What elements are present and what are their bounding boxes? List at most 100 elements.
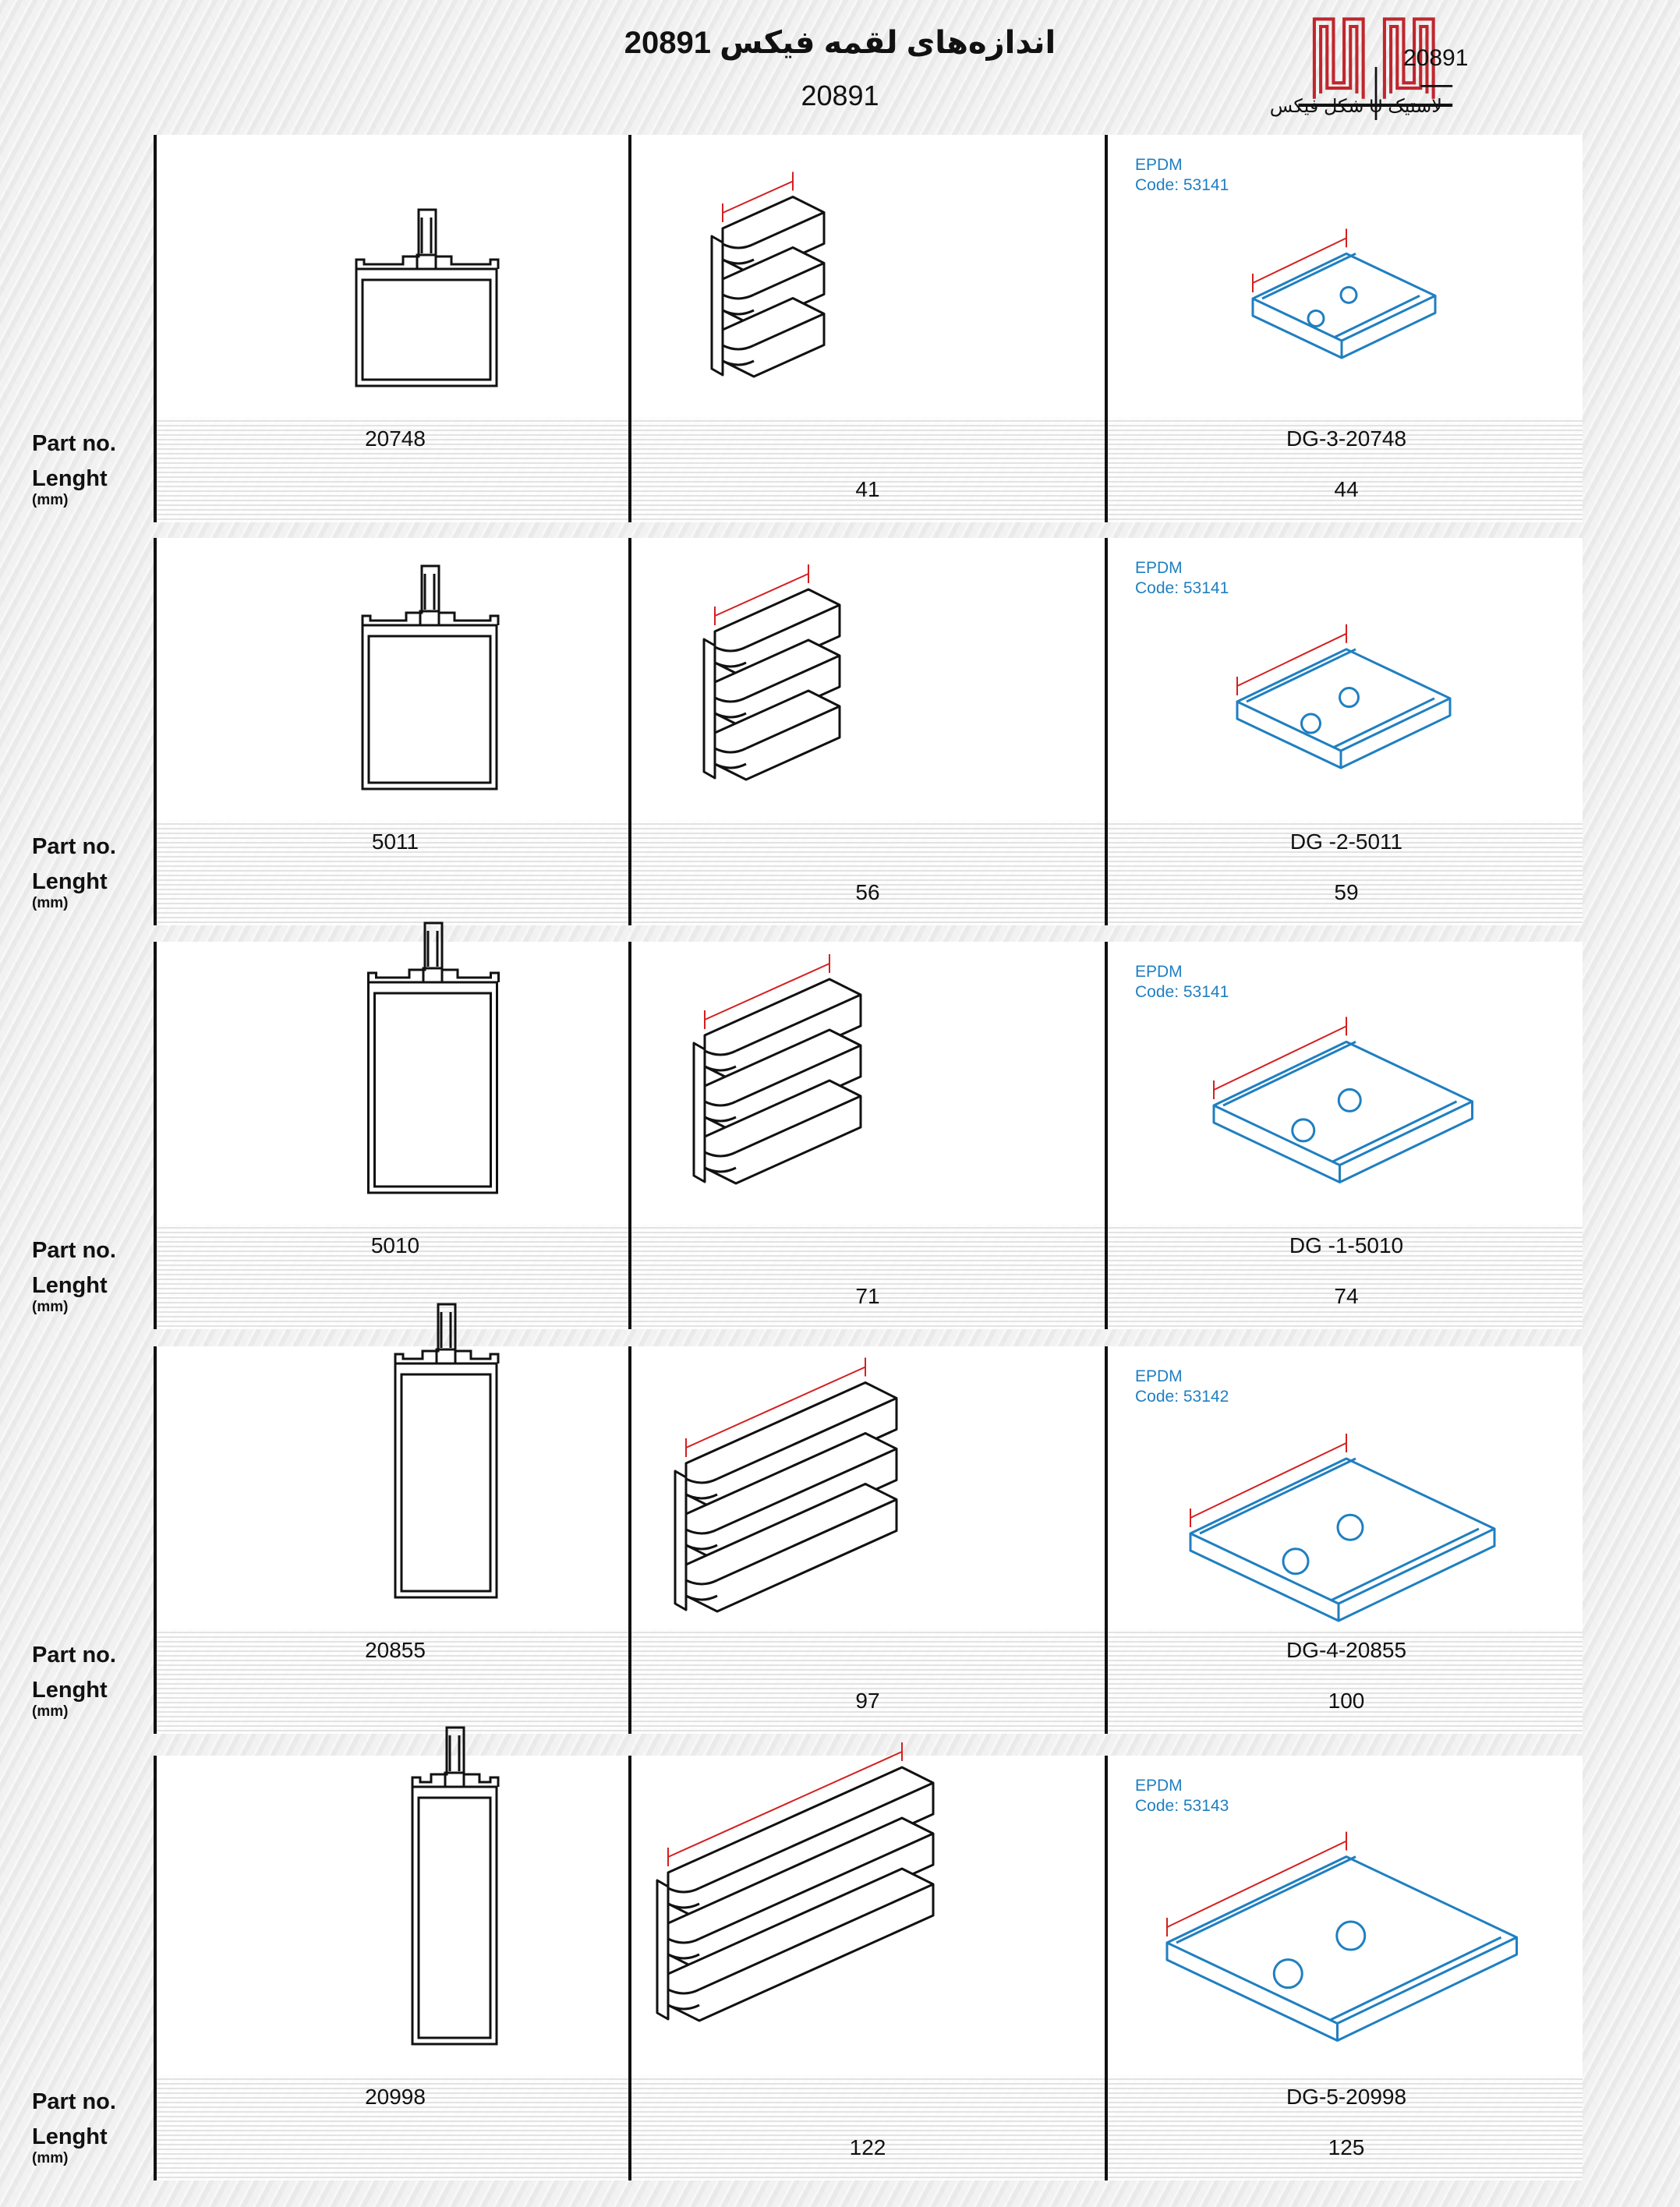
value-strip <box>631 417 1105 522</box>
column-divider <box>154 135 157 522</box>
column-divider <box>1105 135 1108 522</box>
value-strip <box>157 2075 629 2180</box>
material-code-value: Code: 53141 <box>1135 579 1229 597</box>
column-divider <box>1105 1346 1108 1734</box>
drawing-cell <box>157 942 629 1224</box>
fix-piece-isometric-icon <box>674 1357 898 1613</box>
gasket-length: 44 <box>1334 477 1359 501</box>
profile-part-number: 20998 <box>365 2085 426 2109</box>
piece-length: 71 <box>855 1284 880 1308</box>
gasket-part-number: DG -2-5011 <box>1289 829 1403 854</box>
part-no-label: Part no. <box>32 1238 116 1263</box>
part-no-label: Part no. <box>32 834 116 859</box>
gasket-part-number: DG-5-20998 <box>1286 2085 1407 2109</box>
fix-piece-isometric-icon <box>656 1742 935 2022</box>
drawing-cell <box>157 135 629 417</box>
profile-part-number: 5010 <box>370 1233 420 1257</box>
material-name: EPDM <box>1135 963 1183 981</box>
profile-section-icon <box>411 1726 500 2046</box>
gasket-length: 59 <box>1334 880 1359 904</box>
gasket-length: 100 <box>1328 1689 1365 1713</box>
value-strip <box>631 1224 1105 1329</box>
column-divider <box>628 1756 631 2180</box>
drawing-cell <box>157 538 629 820</box>
legend-caption: لاستیک U شکل فیکس <box>1269 96 1442 117</box>
value-strip <box>631 2075 1105 2180</box>
fix-piece-isometric-icon <box>692 954 862 1185</box>
drawing-cell <box>157 1756 629 2075</box>
value-strip <box>631 1629 1105 1734</box>
column-divider <box>1105 538 1108 925</box>
value-strip <box>157 1224 629 1329</box>
table-row: 5010 71 DG -1-5010 74 EPDM Code: 53141 <box>154 921 1583 1329</box>
material-code-value: Code: 53143 <box>1135 1797 1229 1815</box>
length-label: Lenght <box>32 2124 108 2149</box>
drawing-cell <box>1108 1346 1583 1629</box>
drawing-cell <box>157 1346 629 1629</box>
profile-section-icon <box>366 921 500 1194</box>
length-label: Lenght <box>32 1678 108 1703</box>
drawing-cell <box>1108 135 1583 417</box>
material-code-value: Code: 53141 <box>1135 176 1229 194</box>
u-gasket-isometric-icon <box>1189 1434 1496 1622</box>
value-strip <box>157 820 629 925</box>
value-strip <box>1108 820 1583 925</box>
unit-label: (mm) <box>32 2150 69 2166</box>
piece-length: 41 <box>855 477 880 501</box>
part-no-label: Part no. <box>32 1643 116 1668</box>
table-row: 20998 122 DG-5-20998 125 EPDM Code: 53143 <box>154 1726 1583 2180</box>
u-gasket-legend-icon <box>1298 17 1453 120</box>
material-code-value: Code: 53141 <box>1135 983 1229 1001</box>
column-divider <box>628 135 631 522</box>
u-gasket-isometric-icon <box>1212 1017 1473 1183</box>
material-name: EPDM <box>1135 1777 1183 1795</box>
profile-section-icon <box>355 208 500 387</box>
unit-label: (mm) <box>32 1299 69 1315</box>
value-strip <box>631 820 1105 925</box>
legend-code: 20891 <box>1403 45 1469 71</box>
material-name: EPDM <box>1135 1367 1183 1385</box>
u-gasket-isometric-icon <box>1236 624 1452 769</box>
value-strip <box>1108 2075 1583 2180</box>
gasket-part-number: DG-3-20748 <box>1286 426 1407 451</box>
length-label: Lenght <box>32 869 108 894</box>
value-strip <box>157 417 629 522</box>
drawing-cell <box>1108 1756 1583 2075</box>
drawing-cell <box>631 135 1105 417</box>
gasket-part-number: DG-4-20855 <box>1286 1638 1407 1662</box>
piece-length: 56 <box>855 880 880 904</box>
column-divider <box>154 1756 157 2180</box>
gasket-length: 74 <box>1334 1284 1359 1308</box>
column-divider <box>628 942 631 1329</box>
column-divider <box>628 1346 631 1734</box>
part-no-label: Part no. <box>32 431 116 456</box>
unit-label: (mm) <box>32 492 69 508</box>
part-no-label: Part no. <box>32 2089 116 2114</box>
profile-section-icon <box>361 564 500 790</box>
gasket-length: 125 <box>1328 2135 1365 2159</box>
fix-piece-isometric-icon <box>702 564 841 781</box>
column-divider <box>154 942 157 1329</box>
value-strip <box>1108 1224 1583 1329</box>
u-gasket-isometric-icon <box>1251 228 1437 359</box>
material-code: EPDM Code: 53143 <box>1135 1776 1229 1816</box>
drawing-cell <box>1108 538 1583 820</box>
material-code: EPDM Code: 53141 <box>1135 962 1229 1003</box>
drawing-cell <box>1108 942 1583 1224</box>
length-label: Lenght <box>32 1273 108 1298</box>
u-gasket-isometric-icon <box>1165 1831 1518 2042</box>
piece-length: 122 <box>849 2135 886 2159</box>
value-strip <box>1108 1629 1583 1734</box>
unit-label: (mm) <box>32 895 69 911</box>
value-strip <box>1108 417 1583 522</box>
profile-section-icon <box>394 1303 500 1599</box>
column-divider <box>154 1346 157 1734</box>
gasket-part-number: DG -1-5010 <box>1289 1233 1404 1257</box>
fix-piece-isometric-icon <box>710 172 826 378</box>
column-divider <box>1105 1756 1108 2180</box>
